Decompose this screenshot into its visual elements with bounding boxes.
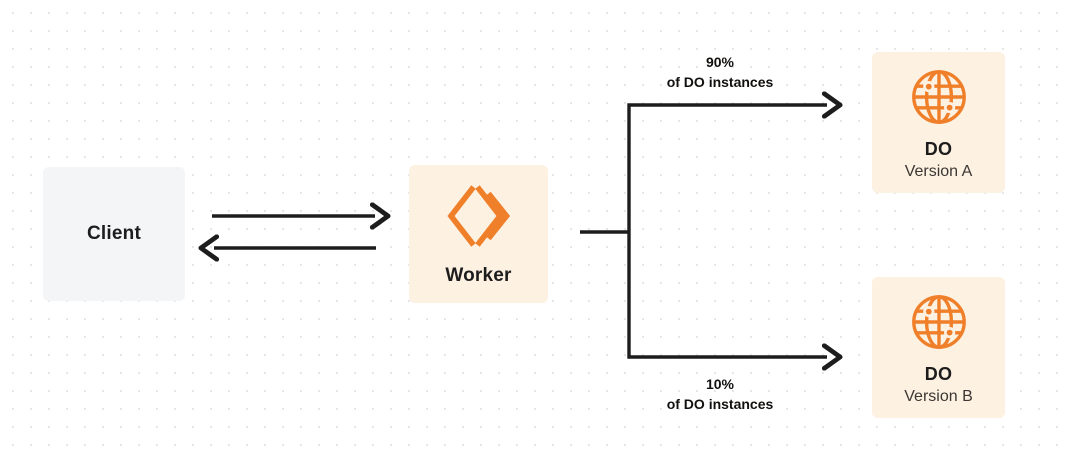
edge-worker-to-do-a	[627, 105, 827, 232]
edge-label-do-b: 10% of DO instances	[620, 374, 820, 415]
edge-label-do-a: 90% of DO instances	[620, 52, 820, 93]
do-b-version-label: Version B	[904, 388, 973, 405]
node-do-version-b[interactable]: DO Version B	[872, 277, 1005, 418]
edge-label-do-a-percent: 90%	[705, 54, 735, 70]
edge-label-do-b-detail: of DO instances	[666, 396, 774, 413]
globe-icon	[910, 293, 968, 351]
edge-worker-to-do-b	[627, 232, 827, 357]
do-b-label: DO	[924, 364, 953, 384]
node-do-version-a[interactable]: DO Version A	[872, 52, 1005, 193]
do-a-version-label: Version A	[904, 163, 973, 180]
globe-icon	[910, 68, 968, 126]
do-a-label: DO	[924, 139, 953, 159]
node-client[interactable]: Client	[43, 167, 185, 301]
node-worker[interactable]: Worker	[409, 165, 548, 303]
worker-label: Worker	[445, 265, 512, 286]
client-label: Client	[87, 223, 141, 244]
cloudflare-workers-logo-icon	[444, 181, 514, 251]
edge-label-do-b-percent: 10%	[705, 376, 735, 392]
edge-label-do-a-detail: of DO instances	[666, 74, 774, 91]
